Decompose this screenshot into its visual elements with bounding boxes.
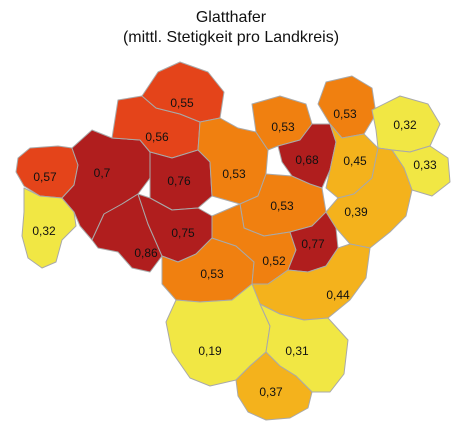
region-label-0-45: 0,45 <box>343 154 367 168</box>
region-label-0-52: 0,52 <box>262 254 286 268</box>
region-label-0-7: 0,7 <box>94 166 111 180</box>
region-label-0-86: 0,86 <box>134 246 158 260</box>
region-0-39[interactable] <box>325 147 413 249</box>
region-label-0-53-southwest: 0,53 <box>200 267 224 281</box>
region-label-0-56: 0,56 <box>145 130 169 144</box>
region-label-0-75: 0,75 <box>171 226 195 240</box>
region-0-55[interactable] <box>141 61 225 123</box>
region-label-0-53-top: 0,53 <box>271 120 295 134</box>
region-label-0-32-west: 0,32 <box>32 224 56 238</box>
region-label-0-44: 0,44 <box>326 288 350 302</box>
region-label-0-39: 0,39 <box>344 205 368 219</box>
region-label-0-37: 0,37 <box>259 385 283 399</box>
region-0-76[interactable] <box>149 149 213 211</box>
region-label-0-77: 0,77 <box>301 237 325 251</box>
region-label-0-68: 0,68 <box>295 153 319 167</box>
region-label-0-32-east: 0,32 <box>393 118 417 132</box>
region-label-0-19: 0,19 <box>198 344 222 358</box>
map-subtitle: (mittl. Stetigkeit pro Landkreis) <box>122 29 340 46</box>
region-label-0-57: 0,57 <box>33 170 57 184</box>
region-label-0-55: 0,55 <box>170 96 194 110</box>
map-title: Glatthafer (mittl. Stetigkeit pro Landkr… <box>0 8 462 48</box>
region-label-0-31: 0,31 <box>285 344 309 358</box>
map-title-line1: Glatthafer <box>195 9 267 26</box>
region-0-32-west[interactable] <box>21 187 77 269</box>
region-label-0-53-middle: 0,53 <box>270 199 294 213</box>
region-0-37[interactable] <box>235 351 313 421</box>
region-label-0-76: 0,76 <box>167 174 191 188</box>
region-label-0-53-top-right: 0,53 <box>333 107 357 121</box>
region-label-0-53-central: 0,53 <box>222 167 246 181</box>
region-label-0-33: 0,33 <box>413 158 437 172</box>
